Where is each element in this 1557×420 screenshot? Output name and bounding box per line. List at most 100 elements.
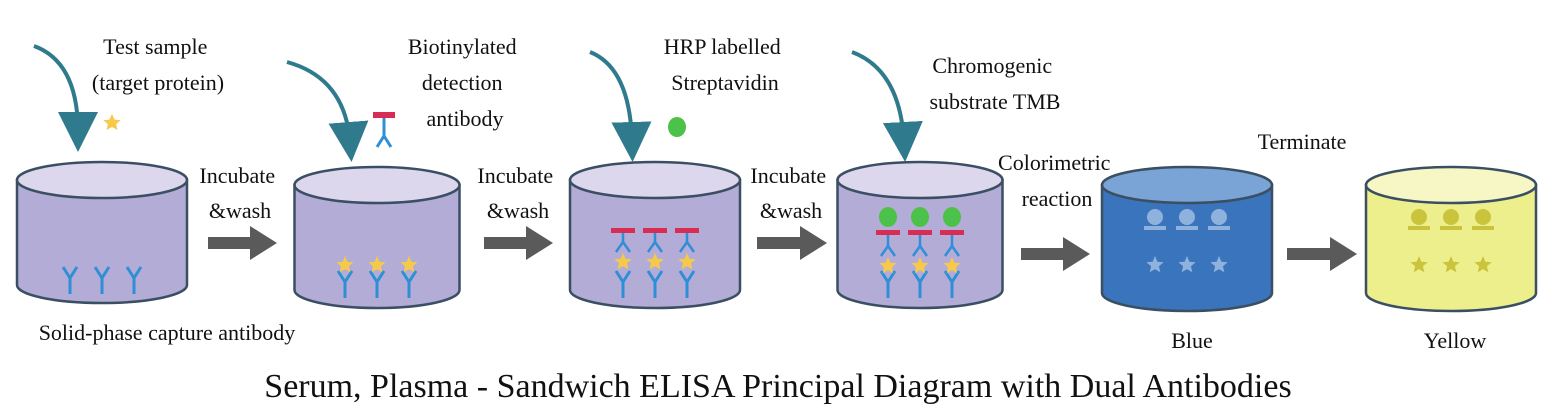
well-sample-body: [293, 183, 461, 310]
streptavidin-dot-icon: [879, 207, 897, 227]
biotin-label-bar: [940, 230, 964, 235]
faded-dot-icon: [1411, 209, 1427, 225]
target-protein-star-icon: [879, 257, 897, 274]
faded-dot-icon: [1475, 209, 1491, 225]
detection-antibody-label: Biotinylated detection antibody: [408, 34, 522, 131]
detection-antibody-arm-right: [685, 241, 696, 253]
well-yellow-result-rim: [1364, 165, 1538, 205]
yellow-result-label: Yellow: [1424, 328, 1487, 353]
well-blue-result-rim: [1100, 165, 1274, 205]
detection-antibody-arm-right: [621, 241, 632, 253]
streptavidin-dot-icon: [943, 207, 961, 227]
faded-dot-icon: [1211, 209, 1227, 225]
target-protein-star-icon: [1146, 256, 1164, 273]
diagram-caption: Serum, Plasma - Sandwich ELISA Principal…: [264, 368, 1291, 405]
detection-antibody-arm-right: [653, 241, 664, 253]
streptavidin-dot-icon: [668, 117, 686, 137]
detection-antibody-arm-right: [950, 245, 961, 257]
well-blue-result: [1100, 165, 1274, 313]
capture-antibody-arm-left: [368, 270, 379, 283]
target-protein-star-icon: [1442, 256, 1460, 273]
detection-antibody-icon: [373, 112, 395, 148]
well-detection-rim: [568, 160, 742, 200]
wells: [15, 160, 1538, 313]
blue-result-label: Blue: [1171, 328, 1213, 353]
step-arrow-1: [208, 226, 277, 260]
step-arrows: [208, 226, 1357, 271]
capture-antibody-arm-right: [375, 270, 386, 283]
detection-antibody-arm-left: [646, 241, 657, 253]
biotin-label-bar: [611, 228, 635, 233]
detection-antibody-arm-left: [911, 245, 922, 257]
step-arrow-4: [1021, 237, 1090, 271]
capture-antibody-arm-left: [678, 270, 689, 283]
capture-antibody-arm-right: [950, 270, 961, 283]
detection-antibody-arm-left: [943, 245, 954, 257]
target-protein-star-icon: [336, 256, 354, 273]
capture-antibody-arm-right: [343, 270, 354, 283]
add-reagent-arrows: [33, 44, 923, 162]
capture-antibody-arm-right: [621, 270, 632, 283]
well-detection: [568, 160, 742, 310]
test-sample-label: Test sample (target protein): [92, 34, 224, 95]
detection-antibody-arm-left: [678, 241, 689, 253]
well-capture-body: [15, 178, 189, 305]
streptavidin-label: HRP labelled Streptavidin: [664, 34, 787, 95]
target-protein-star-icon: [103, 114, 121, 130]
capture-antibody-arm-left: [646, 270, 657, 283]
capture-antibody-arm-right: [68, 266, 79, 279]
capture-antibody-arm-right: [918, 270, 929, 283]
capture-antibody-arm-left: [614, 270, 625, 283]
well-streptavidin: [836, 160, 1004, 310]
step-arrow-2: [484, 226, 553, 260]
faded-bar-icon: [1208, 226, 1230, 230]
capture-antibody-arm-right: [100, 266, 111, 279]
faded-bar-icon: [1144, 226, 1166, 230]
step-arrow-3: [757, 226, 827, 260]
target-protein-star-icon: [911, 257, 929, 274]
target-protein-star-icon: [368, 256, 386, 273]
capture-antibody-arm-right: [132, 266, 143, 279]
streptavidin-dot-icon: [911, 207, 929, 227]
faded-dot-icon: [1147, 209, 1163, 225]
capture-antibody-arm-right: [653, 270, 664, 283]
capture-antibody-arm-left: [61, 266, 72, 279]
well-capture: [15, 160, 189, 305]
capture-antibody-label: Solid-phase capture antibody: [39, 320, 296, 345]
detection-antibody-arm-right: [918, 245, 929, 257]
target-protein-star-icon: [1210, 256, 1228, 273]
faded-dot-icon: [1443, 209, 1459, 225]
reagent-icons: [103, 112, 686, 148]
add-detection-antibody-arrow: [286, 60, 369, 162]
biotin-label-bar: [643, 228, 667, 233]
capture-antibody-arm-right: [886, 270, 897, 283]
capture-antibody-arm-left: [125, 266, 136, 279]
well-streptavidin-rim: [836, 160, 1004, 200]
step-arrow-5: [1287, 237, 1357, 271]
target-protein-star-icon: [400, 256, 418, 273]
well-sample-rim: [293, 165, 461, 205]
biotin-label-bar: [908, 230, 932, 235]
add-streptavidin-arrow: [589, 50, 652, 162]
terminate-label: Terminate: [1258, 129, 1347, 154]
biotin-label-bar: [675, 228, 699, 233]
faded-bar-icon: [1176, 226, 1198, 230]
well-yellow-result-body: [1364, 183, 1538, 313]
target-protein-star-icon: [646, 253, 664, 270]
capture-antibody-arm-left: [943, 270, 954, 283]
capture-antibody-arm-left: [400, 270, 411, 283]
detection-antibody-arm-left: [614, 241, 625, 253]
capture-antibody-arm-left: [911, 270, 922, 283]
target-protein-star-icon: [1474, 256, 1492, 273]
incubate-wash-label-2: Incubate &wash: [477, 163, 558, 223]
faded-bar-icon: [1408, 226, 1430, 230]
target-protein-star-icon: [678, 253, 696, 270]
well-capture-rim: [15, 160, 189, 200]
faded-bar-icon: [1440, 226, 1462, 230]
capture-antibody-arm-right: [685, 270, 696, 283]
faded-bar-icon: [1472, 226, 1494, 230]
substrate-label: Chromogenic substrate TMB: [930, 53, 1061, 114]
target-protein-star-icon: [943, 257, 961, 274]
target-protein-star-icon: [614, 253, 632, 270]
